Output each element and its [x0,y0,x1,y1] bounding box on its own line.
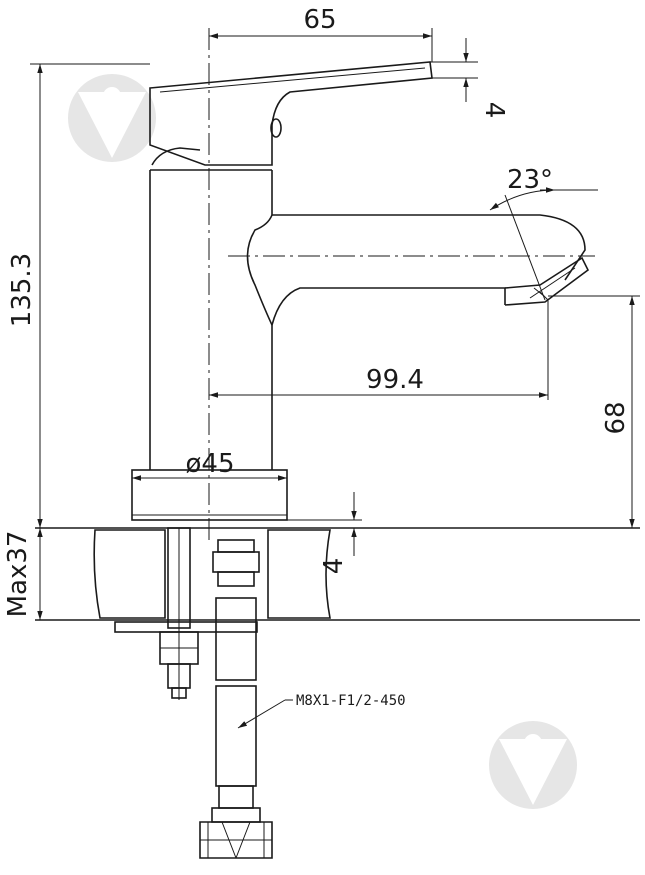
dimension-spout-reach: 99.4 [209,300,549,400]
mounting-hardware [114,527,258,700]
label-handle-gap: 4 [479,102,509,119]
dimension-total-height: 135.3 [7,63,150,528]
label-spout-angle: 23° [507,165,553,195]
flexible-hose [199,539,273,859]
callout-hose: M8X1-F1/2-450 [237,693,406,729]
watermark-logo-top [68,74,156,162]
dimension-spout-angle: 23° [489,165,598,301]
dimension-gasket: 4 [287,492,362,574]
label-max-counter: Max37 [3,531,33,618]
label-base-diameter: ø45 [186,449,235,479]
dimension-base-diameter: ø45 [132,449,287,481]
label-gasket: 4 [319,558,349,575]
label-spout-height: 68 [601,401,631,434]
watermark-logo-bottom [489,721,577,809]
label-spout-reach: 99.4 [366,365,424,395]
dimension-width-top: 65 [209,5,433,62]
label-hose-spec: M8X1-F1/2-450 [296,693,406,709]
label-total-height: 135.3 [7,253,37,327]
countertop [35,527,640,621]
label-width-top: 65 [303,5,336,35]
dimension-spout-height: 68 [548,295,640,528]
dimension-handle-gap: 4 [430,38,509,118]
dimension-max-counter: Max37 [3,528,43,620]
